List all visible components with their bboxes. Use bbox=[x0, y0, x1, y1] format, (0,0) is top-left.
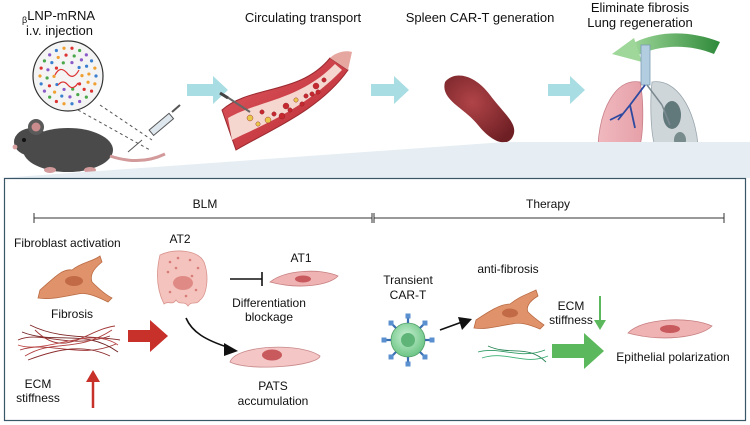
lung-regeneration-label: Lung regeneration bbox=[587, 15, 693, 30]
differentiation-label: Differentiation bbox=[232, 296, 306, 310]
blood-vessel-icon bbox=[219, 51, 352, 151]
ecm2-label: ECM bbox=[558, 299, 585, 313]
car-t-label: CAR-T bbox=[390, 288, 427, 302]
recovery-arrow bbox=[552, 333, 604, 369]
flow-arrow-3 bbox=[548, 76, 585, 104]
ecm-label: ECM bbox=[25, 377, 52, 391]
fibrosis-label: Fibrosis bbox=[51, 307, 93, 321]
therapy-arrow bbox=[439, 317, 472, 331]
therapy-bracket bbox=[373, 213, 725, 223]
blm-label: BLM bbox=[193, 197, 218, 211]
pats-label: PATS bbox=[258, 379, 288, 393]
pats-arrow bbox=[185, 317, 238, 356]
fibroblast-icon bbox=[37, 255, 113, 303]
ecm-fibers-reduced-icon bbox=[477, 345, 549, 363]
progression-arrow bbox=[128, 320, 168, 352]
flow-arrow-2 bbox=[371, 76, 409, 104]
svg-text:βLNP-mRNA: βLNP-mRNA bbox=[22, 8, 95, 25]
at2-cell-icon bbox=[157, 250, 208, 307]
car-t-cell-icon bbox=[381, 313, 435, 367]
at1-label: AT1 bbox=[290, 251, 311, 265]
lungs-icon bbox=[597, 44, 699, 160]
detail-panel bbox=[3, 177, 747, 422]
ecm-stiffness-label: stiffness bbox=[16, 391, 60, 405]
spleen-icon bbox=[444, 75, 515, 143]
spleen-cart-label: Spleen CAR-T generation bbox=[406, 10, 555, 25]
pats-cell-icon bbox=[229, 346, 321, 368]
epithelial-cell-icon bbox=[627, 319, 713, 339]
fibroblast-activation-label: Fibroblast activation bbox=[14, 236, 121, 250]
at1-cell-icon bbox=[269, 270, 339, 287]
beta-prefix: β bbox=[22, 15, 27, 25]
eliminate-fibrosis-label: Eliminate fibrosis bbox=[591, 0, 690, 15]
ecm-fibers-icon bbox=[17, 324, 121, 361]
iv-injection-text: i.v. injection bbox=[26, 23, 93, 38]
flow-arrow-1 bbox=[187, 76, 228, 104]
anti-fibrosis-label: anti-fibrosis bbox=[477, 262, 538, 276]
circulating-transport-label: Circulating transport bbox=[245, 10, 362, 25]
regeneration-arrow-icon bbox=[612, 33, 720, 62]
zoom-line bbox=[99, 104, 153, 141]
increase-arrow-icon bbox=[86, 370, 100, 408]
decrease-arrow-icon bbox=[594, 296, 606, 330]
injection-label: βLNP-mRNA i.v. injection bbox=[22, 8, 95, 38]
blockage-label: blockage bbox=[245, 310, 293, 324]
syringe-icon bbox=[127, 104, 181, 153]
fibroblast-treated-icon bbox=[473, 289, 545, 330]
zoom-wedge bbox=[0, 142, 750, 178]
epithelial-polarization-label: Epithelial polarization bbox=[616, 350, 729, 364]
therapy-label: Therapy bbox=[526, 197, 570, 211]
blm-bracket bbox=[33, 213, 373, 223]
mouse-icon bbox=[12, 119, 166, 173]
lnp-mrna-text: LNP-mRNA bbox=[27, 8, 95, 23]
lnp-particle-icon bbox=[32, 40, 104, 112]
transient-label: Transient bbox=[383, 273, 433, 287]
inhibition-arrow bbox=[230, 272, 263, 286]
accumulation-label: accumulation bbox=[238, 394, 309, 408]
ecm2-stiffness-label: stiffness bbox=[549, 313, 593, 327]
at2-label: AT2 bbox=[169, 232, 190, 246]
